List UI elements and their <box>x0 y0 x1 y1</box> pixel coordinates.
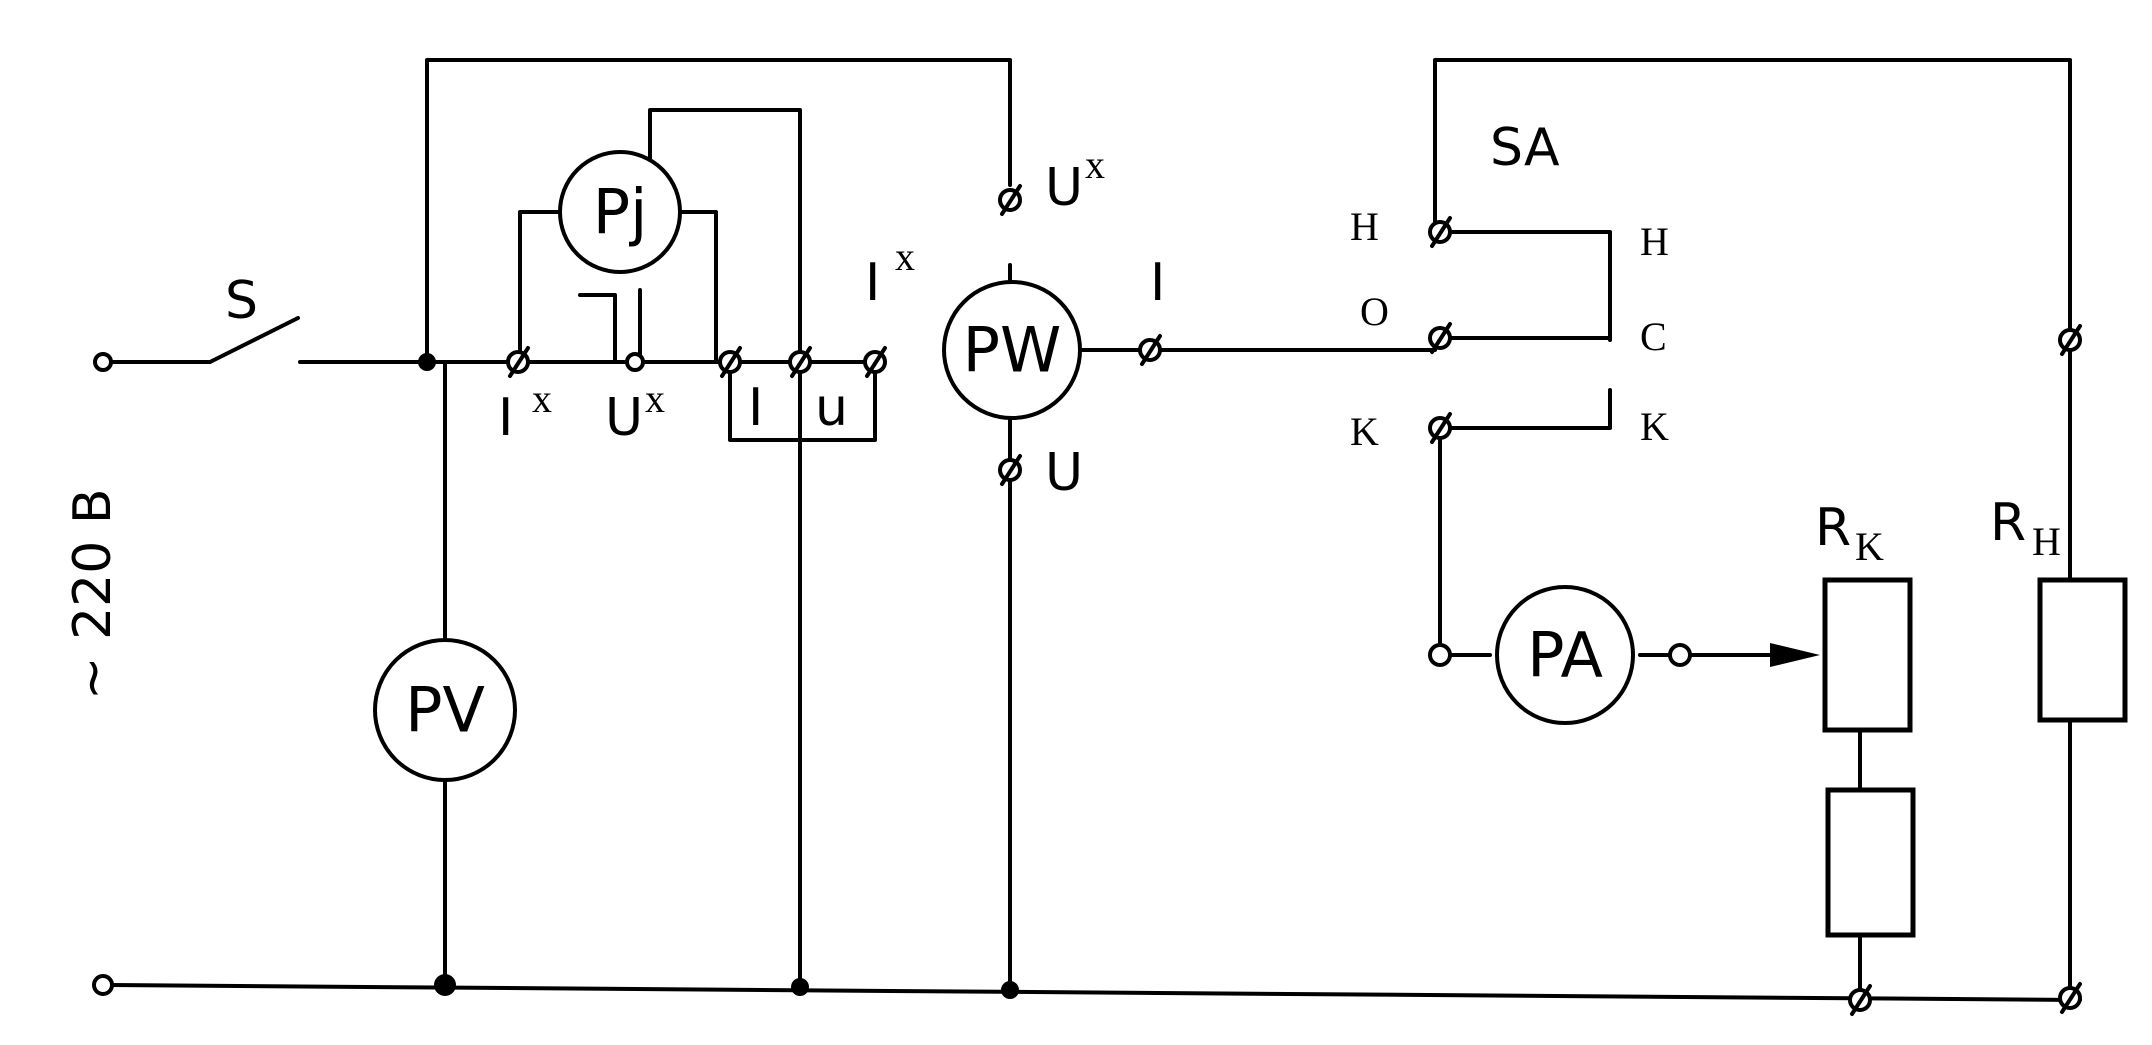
sa-c-label: C <box>1640 314 1667 359</box>
bottom-return-wire <box>106 983 2082 1002</box>
terminal-pw-i-star <box>863 346 887 378</box>
sa-h-left-label: H <box>1350 204 1379 249</box>
pj-u-star-mark: x <box>645 376 665 421</box>
terminal-pj-u <box>788 346 812 378</box>
switch-blade <box>208 316 300 364</box>
pj-voltage-loop <box>638 108 802 987</box>
sa-contact-k <box>1433 388 1612 430</box>
wiring <box>106 58 2082 1002</box>
pj-i-label: I <box>748 378 763 438</box>
voltmeter-label: PV <box>405 674 485 747</box>
wattmeter-pw: PW <box>942 280 1082 420</box>
junction-dot <box>791 978 809 996</box>
phase-meter-pj: Pj <box>558 150 682 274</box>
resistor-rk-top <box>1822 577 1913 733</box>
rk-subscript: K <box>1855 524 1884 569</box>
top-wire-right <box>1433 58 2072 997</box>
pw-i-star-label: I <box>865 253 880 313</box>
phase-meter-label: Pj <box>593 176 648 249</box>
terminal-rh-top <box>2058 324 2082 356</box>
terminal-pa-right <box>1668 643 1692 667</box>
selector-label: SA <box>1490 118 1560 178</box>
sa-h-right-label: H <box>1640 219 1669 264</box>
junction-dot <box>1001 981 1019 999</box>
terminal-pw-u <box>998 454 1022 486</box>
pj-u-star-label: U <box>605 388 643 448</box>
switch-s <box>93 316 300 372</box>
phase-meter-circle <box>558 150 682 274</box>
resistor-rh <box>2037 577 2128 723</box>
ammeter-label: PA <box>1527 619 1603 692</box>
wattmeter-circle <box>942 280 1082 420</box>
pw-current-loop <box>728 360 877 442</box>
terminal-pj-u-star <box>625 352 645 372</box>
terminal-rk-bottom <box>1848 984 1872 1016</box>
pw-u-label: U <box>1045 443 1083 503</box>
terminal-sa-h <box>1428 216 1452 248</box>
terminal-pw-i <box>1138 334 1162 366</box>
resistor-rk-bottom <box>1825 787 1916 938</box>
terminal-pj-i-star <box>506 346 530 378</box>
pw-u-star-mark: x <box>1085 142 1105 187</box>
pj-i-star-label: I <box>498 388 513 448</box>
rheostat-arrow-icon <box>1770 643 1820 667</box>
junction-dot <box>434 974 456 996</box>
terminal-rh-bottom <box>2058 982 2082 1014</box>
pw-u-star-label: U <box>1045 158 1083 218</box>
pw-i-label: I <box>1150 253 1165 313</box>
pj-current-loop <box>518 210 617 364</box>
voltmeter-circle <box>373 638 517 782</box>
supply-voltage-label: ~ 220 В <box>63 488 123 700</box>
rh-subscript: H <box>2032 519 2061 564</box>
terminal-sa-o <box>1428 322 1452 354</box>
voltmeter-pv: PV <box>373 638 517 782</box>
junction-dot <box>418 353 436 371</box>
switch-label: S <box>225 271 258 331</box>
sa-o-label: O <box>1360 289 1389 334</box>
ammeter-pa: PA <box>1495 585 1635 725</box>
wattmeter-label: PW <box>963 314 1062 387</box>
rh-label: R <box>1990 493 2026 553</box>
sa-k-right-label: K <box>1640 404 1669 449</box>
pj-u-label: u <box>815 378 848 438</box>
pw-i-star-mark: x <box>895 234 915 279</box>
supply-terminal-bottom <box>92 974 114 996</box>
top-wire-left <box>425 58 1012 364</box>
sa-contact-h <box>1433 230 1612 342</box>
pj-i-star-mark: x <box>532 376 552 421</box>
sa-k-left-label: K <box>1350 409 1379 454</box>
terminal-pa-left <box>1428 643 1452 667</box>
ammeter-circle <box>1495 585 1635 725</box>
terminal-pj-i <box>718 346 742 378</box>
supply-terminal-top <box>93 352 113 372</box>
rk-label: R <box>1815 498 1851 558</box>
terminal-pw-u-star <box>998 184 1022 216</box>
terminal-sa-k <box>1428 412 1452 444</box>
